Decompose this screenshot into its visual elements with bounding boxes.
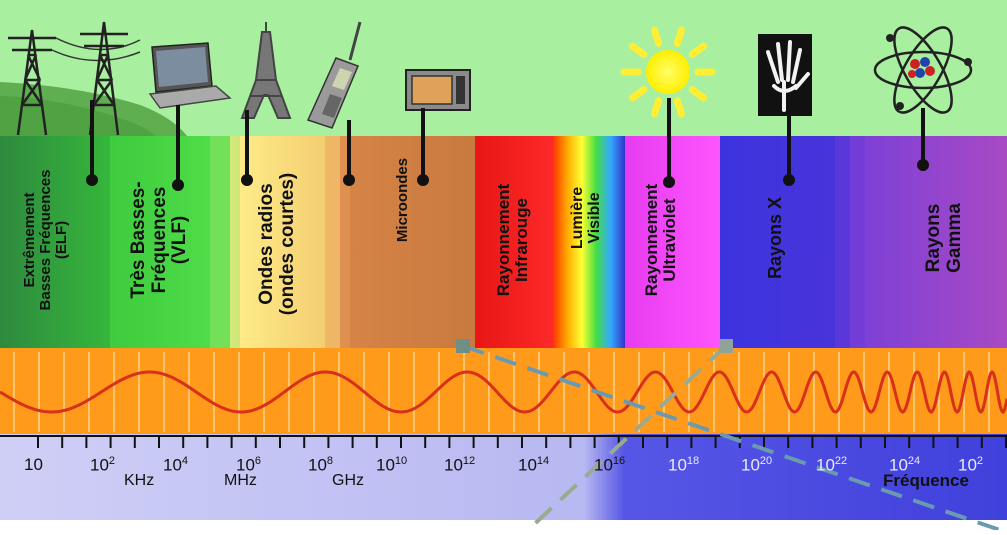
axis-tick-label: 10 [24, 455, 43, 475]
tick-base: 10 [741, 455, 760, 475]
band-gamma [850, 136, 1007, 348]
pointer-dot [417, 174, 429, 186]
band-label-xray: Rayons X [765, 196, 786, 280]
tick-exponent: 2 [108, 455, 116, 467]
tick-exponent: 18 [686, 455, 700, 467]
sun-ray [673, 26, 686, 47]
microwave-oven-icon [405, 69, 471, 111]
sun-ray [650, 97, 663, 118]
tick-base: 10 [163, 455, 182, 475]
tick-base: 10 [24, 455, 43, 474]
band-strip [0, 136, 1007, 348]
band-label-radio: Ondes radios (ondes courtes) [256, 172, 298, 316]
axis-tick-label: 1020 [741, 455, 772, 476]
axis-tick-label: 104 [163, 455, 188, 476]
pointer-sticks [86, 98, 929, 191]
unit-khz: KHz [124, 472, 155, 489]
power-pylon-icon [80, 21, 128, 136]
tick-exponent: 16 [612, 455, 626, 467]
axis-tick-label: 1022 [816, 455, 847, 476]
unit-mhz: MHz [224, 472, 257, 489]
sun-ray [688, 86, 708, 102]
tick-base: 10 [889, 455, 908, 475]
tick-exponent: 24 [907, 455, 921, 467]
tick-base: 10 [236, 455, 255, 475]
pointer-dot [86, 174, 98, 186]
pointer-dot [241, 174, 253, 186]
band-label-micro: Microondes [393, 157, 411, 243]
tick-exponent: 10 [394, 455, 408, 467]
frequency-label: Fréquence [883, 471, 969, 490]
band-label-vlf: Très Basses- Fréquences (VLF) [128, 181, 191, 299]
band-ir [475, 136, 557, 348]
band-vlf [110, 136, 230, 348]
tick-exponent: 8 [326, 455, 334, 467]
axis-band [0, 434, 1007, 520]
sun-ray [650, 26, 663, 47]
tick-base: 10 [958, 455, 977, 475]
axis-tick-label: 1024 [889, 455, 920, 476]
wave-line [0, 370, 1007, 414]
sun-icon [620, 26, 716, 118]
tick-base: 10 [668, 455, 687, 475]
tick-base: 10 [90, 455, 109, 475]
laptop-icon [148, 42, 232, 109]
pointer-dot [783, 174, 795, 186]
pointer-dot [663, 176, 675, 188]
band-visible [553, 136, 625, 348]
pointer-dot [917, 159, 929, 171]
pointer-dot [172, 179, 184, 191]
wave-gridlines [13, 352, 990, 432]
xray-hand-icon [758, 34, 812, 116]
tick-base: 10 [816, 455, 835, 475]
band-label-gamma: Rayons Gamma [923, 203, 965, 273]
tick-exponent: 20 [759, 455, 773, 467]
tick-base: 10 [594, 455, 613, 475]
band-label-uv: Rayonnement Ultraviolet [641, 183, 679, 297]
axis-tick-label: 1012 [444, 455, 475, 476]
axis-tick-label: 1016 [594, 455, 625, 476]
band-label-visible: Lumière Visible [568, 186, 603, 250]
power-pylon-icon [8, 29, 141, 136]
band-micro [340, 136, 475, 348]
band-label-elf: Extrêmement Basses Fréquences (ELF) [20, 169, 71, 311]
sun-ray [688, 42, 708, 58]
mobile-phone-icon [306, 21, 362, 129]
band-xray [720, 136, 850, 348]
axis-tick-label: 108 [308, 455, 333, 476]
axis-tick-label: 1018 [668, 455, 699, 476]
axis-ticks [37, 436, 1007, 448]
tick-exponent: 2 [976, 455, 984, 467]
band-uv [625, 136, 720, 348]
axis-tick-label: 102 [90, 455, 115, 476]
tick-exponent: 14 [536, 455, 550, 467]
axis-tick-label: 1014 [518, 455, 549, 476]
overlay-dashed-lines [456, 339, 1001, 532]
sun-ray [673, 97, 686, 118]
tick-base: 10 [518, 455, 537, 475]
band-label-ir: Rayonnement Infrarouge [493, 183, 531, 297]
tick-exponent: 4 [181, 455, 189, 467]
axis-tick-label: 1010 [376, 455, 407, 476]
sun-ray [628, 42, 648, 58]
atom-icon [873, 26, 973, 114]
tick-base: 10 [308, 455, 327, 475]
axis-tick-label: 106 [236, 455, 261, 476]
unit-ghz: GHz [332, 472, 364, 489]
sun-ray [628, 86, 648, 102]
tick-base: 10 [376, 455, 395, 475]
axis-tick-label: 102 [958, 455, 983, 476]
tick-exponent: 6 [254, 455, 262, 467]
tick-exponent: 12 [462, 455, 476, 467]
tick-exponent: 22 [834, 455, 848, 467]
pointer-dot [343, 174, 355, 186]
tick-base: 10 [444, 455, 463, 475]
eiffel-tower-icon [240, 22, 292, 119]
